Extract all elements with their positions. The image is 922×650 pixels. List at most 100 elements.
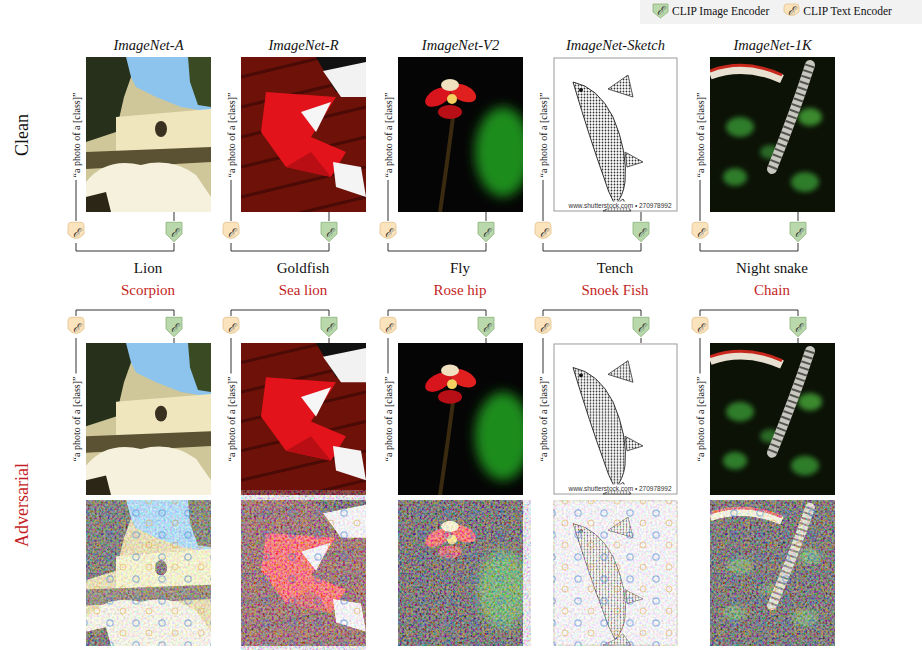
encoder-glyph: ℰ [171,319,178,336]
encoder-bracket [700,310,798,316]
perturbation-pattern [86,500,211,646]
adversarial-class-label: Chain [754,282,790,299]
legend-item: CLIP Text Encoder [783,3,892,19]
encoder-glyph: ℰ [483,319,490,336]
text-encoder: ℰ [691,316,709,338]
leader-line [388,180,389,221]
leader-line [641,338,642,343]
class-label: Tench [597,260,633,277]
dataset-title: ImageNet-R [268,37,338,54]
illustration-part [86,333,835,510]
encoder-bracket [543,310,641,316]
encoder-outline [166,317,182,336]
encoder-glyph: ℰ [638,319,645,336]
encoder-glyph: ℰ [326,224,333,241]
encoder-glyph: ℰ [73,224,80,241]
perturbation-pattern [398,500,523,646]
leader-line [700,180,701,221]
prompt-text: “a photo of a [class]” [71,377,82,462]
prompt-text: “a photo of a [class]” [226,377,237,462]
adversarial-image [710,343,835,495]
perturbation-image [86,500,211,646]
class-label: Night snake [736,260,808,277]
perturbation-pattern [241,500,366,646]
perturbation-pattern [553,500,678,646]
encoder-outline [321,222,337,241]
prompt-text: “a photo of a [class]” [695,377,706,462]
dataset-title: ImageNet-Sketch [566,37,665,54]
perturbation-image [398,500,531,646]
text-encoder: ℰ [379,221,397,243]
clean-image [241,47,366,227]
image-encoder: ℰ [320,221,338,243]
encoder-bracket [76,243,174,251]
watermark: www.shutterstock.com • 270978992 [567,202,672,209]
perturbation-image [710,500,835,646]
image-encoder: ℰ [632,221,650,243]
encoder-glyph: ℰ [385,319,392,336]
image-encoder: ℰ [477,316,495,338]
leader-line [798,338,799,343]
legend-band [640,0,922,24]
encoder-outline [790,317,806,336]
encoder-outline [633,222,649,241]
leader-line [543,180,544,221]
adversarial-image [553,343,678,495]
adversarial-class-label: Sea lion [279,282,328,299]
image-encoder: ℰ [320,316,338,338]
class-label: Fly [450,260,470,277]
image-encoder: ℰ [789,316,807,338]
illustration-part [86,47,835,227]
prompt-text: “a photo of a [class]” [226,92,237,177]
text-encoder: ℰ [379,316,397,338]
encoder-bracket [700,243,798,251]
encoder-glyph: ℰ [788,2,795,19]
text-encoder: ℰ [691,221,709,243]
encoder-glyph: ℰ [795,224,802,241]
text-encoder: ℰ [67,316,85,338]
encoder-bracket [388,243,486,251]
text-encoder: ℰ [222,316,240,338]
clean-image [398,57,531,212]
leader-line [641,212,642,221]
leader-line [486,338,487,343]
encoder-bracket [231,243,329,251]
prompt-text: “a photo of a [class]” [383,92,394,177]
encoder-bracket [543,243,641,251]
image-encoder: ℰ [477,221,495,243]
perturbation-image [553,500,678,646]
prompt-text: “a photo of a [class]” [383,377,394,462]
encoder-glyph: ℰ [385,224,392,241]
class-label: Goldfish [277,260,330,277]
encoder-glyph: ℰ [795,319,802,336]
image-encoder: ℰ [165,316,183,338]
encoder-glyph: ℰ [638,224,645,241]
leader-line [174,212,175,221]
image-encoder: ℰ [789,221,807,243]
perturbation-image [241,491,366,650]
encoder-glyph: ℰ [228,319,235,336]
encoder-outline [166,222,182,241]
legend-text: CLIP Image Encoder [672,5,769,17]
leader-line [329,212,330,221]
leader-line [231,180,232,221]
encoder-glyph: ℰ [657,2,664,19]
row-label: Clean [12,114,33,156]
row-label: Adversarial [12,463,33,547]
clean-image [710,57,835,212]
encoder-glyph: ℰ [228,224,235,241]
legend-item: CLIP Image Encoder [652,3,769,19]
encoder-glyph: ℰ [697,319,704,336]
dataset-title: ImageNet-1K [733,37,811,54]
adversarial-image [241,333,366,510]
text-encoder: ℰ [534,221,552,243]
adversarial-class-label: Snoek Fish [581,282,648,299]
watermark: www.shutterstock.com • 270978992 [567,485,672,492]
encoder-glyph: ℰ [171,224,178,241]
prompt-text: “a photo of a [class]” [538,377,549,462]
illustration-part [86,491,835,650]
encoder-outline [478,222,494,241]
adversarial-class-label: Rose hip [434,282,487,299]
encoder-glyph: ℰ [540,319,547,336]
